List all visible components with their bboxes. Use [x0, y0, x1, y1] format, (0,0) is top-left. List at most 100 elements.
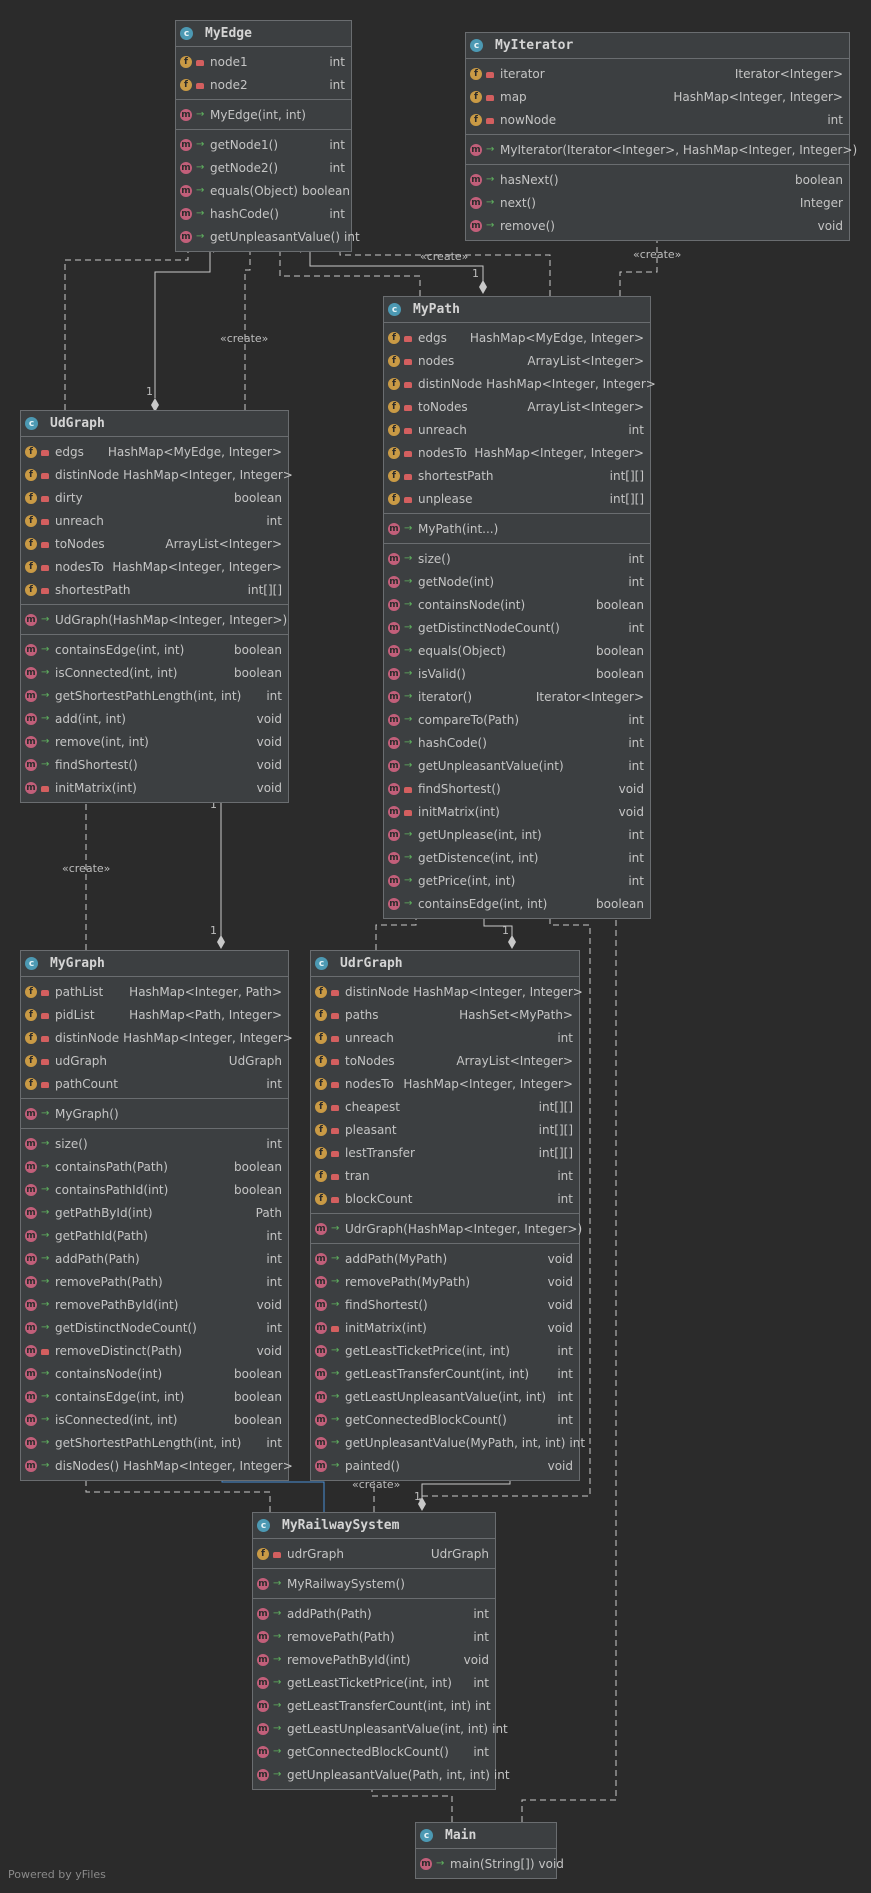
- method-row[interactable]: m→getNode(int)int: [384, 570, 650, 593]
- method-row[interactable]: m→findShortest()void: [311, 1293, 579, 1316]
- method-row[interactable]: m→disNodes()HashMap<Integer, Integer>: [21, 1454, 293, 1477]
- method-row[interactable]: m→getShortestPathLength(int, int)int: [21, 684, 288, 707]
- method-row[interactable]: m→removePath(Path)int: [253, 1625, 495, 1648]
- method-row[interactable]: m→hashCode()int: [384, 731, 650, 754]
- method-row[interactable]: m→getNode1()int: [176, 133, 351, 156]
- method-row[interactable]: m→getUnpleasantValue(int)int: [384, 754, 650, 777]
- constructor-row[interactable]: m→MyPath(int...): [384, 517, 650, 540]
- method-row[interactable]: m→remove(int, int)void: [21, 730, 288, 753]
- method-row[interactable]: m→hashCode()int: [176, 202, 351, 225]
- method-row[interactable]: m→containsNode(int)boolean: [21, 1362, 288, 1385]
- method-row[interactable]: m→containsEdge(int, int)boolean: [21, 638, 288, 661]
- method-row[interactable]: m→getDistence(int, int)int: [384, 846, 650, 869]
- method-row[interactable]: m→getNode2()int: [176, 156, 351, 179]
- method-row[interactable]: m→addPath(MyPath)void: [311, 1247, 579, 1270]
- method-row[interactable]: m→getUnplease(int, int)int: [384, 823, 650, 846]
- method-row[interactable]: m→getLeastTransferCount(int, int)int: [253, 1694, 495, 1717]
- method-row[interactable]: m→addPath(Path)int: [253, 1602, 495, 1625]
- method-row[interactable]: m→findShortest()void: [21, 753, 288, 776]
- method-row[interactable]: m→removePath(Path)int: [21, 1270, 288, 1293]
- method-row[interactable]: m→getPrice(int, int)int: [384, 869, 650, 892]
- method-row[interactable]: m→getLeastTicketPrice(int, int)int: [311, 1339, 579, 1362]
- method-row[interactable]: m→remove()void: [466, 214, 849, 237]
- method-row[interactable]: m→getPathId(Path)int: [21, 1224, 288, 1247]
- method-row[interactable]: m→size()int: [384, 547, 650, 570]
- method-row[interactable]: m→getConnectedBlockCount()int: [311, 1408, 579, 1431]
- method-row[interactable]: m→isConnected(int, int)boolean: [21, 1408, 288, 1431]
- method-row[interactable]: m→isConnected(int, int)boolean: [21, 661, 288, 684]
- method-row[interactable]: m→main(String[])void: [416, 1852, 564, 1875]
- constructor-row[interactable]: m→MyRailwaySystem(): [253, 1572, 495, 1595]
- method-row[interactable]: m→getDistinctNodeCount()int: [384, 616, 650, 639]
- method-row[interactable]: m→next()Integer: [466, 191, 849, 214]
- method-row[interactable]: m→addPath(Path)int: [21, 1247, 288, 1270]
- method-row[interactable]: m→getDistinctNodeCount()int: [21, 1316, 288, 1339]
- method-row[interactable]: m→getUnpleasantValue()int: [176, 225, 360, 248]
- method-row[interactable]: m→getLeastTicketPrice(int, int)int: [253, 1671, 495, 1694]
- method-row[interactable]: m→containsPathId(int)boolean: [21, 1178, 288, 1201]
- method-row[interactable]: m→hasNext()boolean: [466, 168, 849, 191]
- method-row[interactable]: m→getLeastUnpleasantValue(int, int)int: [253, 1717, 508, 1740]
- method-row[interactable]: m→getShortestPathLength(int, int)int: [21, 1431, 288, 1454]
- method-row[interactable]: m→equals(Object)boolean: [176, 179, 351, 202]
- method-row[interactable]: m→getLeastTransferCount(int, int)int: [311, 1362, 579, 1385]
- constructor-row[interactable]: m→MyEdge(int, int): [176, 103, 351, 126]
- method-row[interactable]: m→getLeastUnpleasantValue(int, int)int: [311, 1385, 579, 1408]
- method-row[interactable]: m→equals(Object)boolean: [384, 639, 650, 662]
- method-row[interactable]: m→compareTo(Path)int: [384, 708, 650, 731]
- method-row[interactable]: m→iterator()Iterator<Integer>: [384, 685, 650, 708]
- method-row[interactable]: m→getPathById(int)Path: [21, 1201, 288, 1224]
- method-row[interactable]: m→containsPath(Path)boolean: [21, 1155, 288, 1178]
- method-row[interactable]: m→containsEdge(int, int)boolean: [21, 1385, 288, 1408]
- constructor-row[interactable]: m→MyGraph(): [21, 1102, 288, 1125]
- method-row[interactable]: m→removePath(MyPath)void: [311, 1270, 579, 1293]
- method-row[interactable]: m→add(int, int)void: [21, 707, 288, 730]
- constructor-row[interactable]: m→UdGraph(HashMap<Integer, Integer>): [21, 608, 288, 631]
- method-row[interactable]: m→removePathById(int)void: [253, 1648, 495, 1671]
- method-row[interactable]: m→getConnectedBlockCount()int: [253, 1740, 495, 1763]
- method-row[interactable]: m→isValid()boolean: [384, 662, 650, 685]
